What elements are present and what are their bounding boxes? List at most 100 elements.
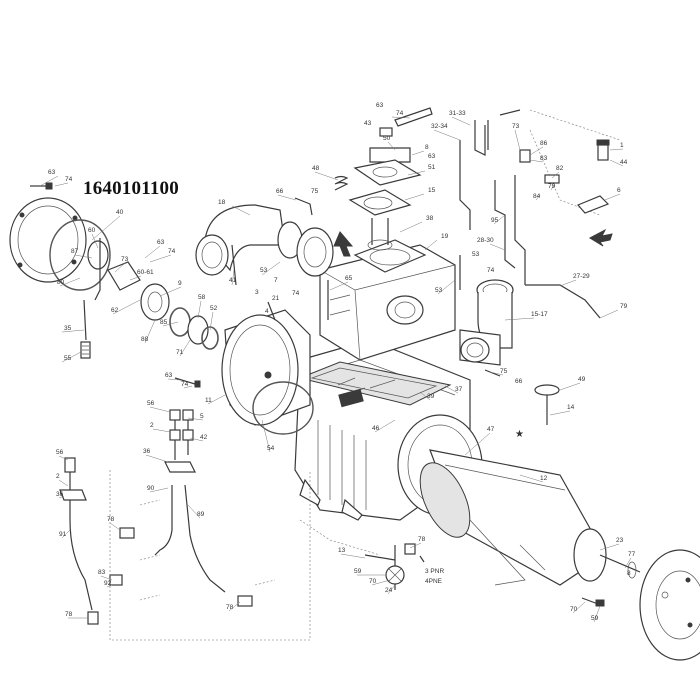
callout-c83b: 83 [98,569,106,576]
callout-c38: 38 [426,215,434,222]
callout-c32_34: 32-34 [431,123,448,130]
callout-c24: 24 [385,587,393,594]
callout-c27_29: 27-29 [573,273,590,280]
callout-c6: 6 [617,187,621,194]
callout-c79a: 79 [548,183,556,190]
callout-c8b: 8 [627,570,631,577]
callout-c60: 60 [88,227,96,234]
callout-c7: 7 [274,277,278,284]
callout-c28_30: 28-30 [477,237,494,244]
drive-shaft-housing [419,449,700,661]
callout-c63b: 63 [428,153,436,160]
callout-c37: 37 [455,386,463,393]
callout-c74f: 74 [181,381,189,388]
callout-c59b: 59 [591,615,599,622]
callout-c70a: 70 [369,578,377,585]
callout-c85: 85 [160,319,168,326]
callout-c19: 19 [441,233,449,240]
callout-c54: 54 [267,445,275,452]
callout-c63a: 63 [376,102,384,109]
callout-c74e: 74 [292,290,300,297]
callout-c88: 88 [141,336,149,343]
callout-c59a: 59 [354,568,362,575]
callout-c71: 71 [176,349,184,356]
leader-lines [39,116,632,623]
callout-c43: 43 [364,120,372,127]
callout-c78d: 78 [65,611,73,618]
callout-c51: 51 [428,164,436,171]
callout-c14: 14 [567,404,575,411]
callout-c74a: 74 [396,110,404,117]
callout-c90: 90 [147,485,155,492]
callout-c75a: 75 [311,188,319,195]
callout-c4pne: 4PNE [425,578,443,585]
callout-c44: 44 [620,159,628,166]
callout-c66a: 66 [276,188,284,195]
callout-c9: 9 [178,280,182,287]
callout-c95: 95 [491,217,499,224]
callout-c39: 39 [427,393,435,400]
callout-c66b: 66 [515,378,523,385]
callout-c4: 4 [265,308,269,315]
left-cover-assembly [9,197,219,359]
callout-c92: 92 [104,580,112,587]
callout-c74d: 74 [168,248,176,255]
callout-c56a: 56 [147,400,155,407]
callout-c79b: 79 [620,303,628,310]
callout-c3: 3 [255,289,259,296]
callout-c91: 91 [59,531,67,538]
left-pipe-fittings [59,409,381,641]
callout-c73: 73 [512,123,520,130]
callout-c82: 82 [556,165,564,172]
callout-c5: 5 [200,413,204,420]
callout-c12: 12 [540,475,548,482]
callout-c36b: 36 [56,491,64,498]
callout-c42: 42 [200,434,208,441]
callout-c46: 46 [372,425,380,432]
part-number-label: 1640101100 [83,178,179,199]
callout-c78b: 78 [418,536,426,543]
callout-c60_61: 60-61 [137,269,154,276]
callout-c31_33: 31-33 [449,110,466,117]
callout-c36a: 36 [143,448,151,455]
callout-c73b: 73 [121,256,129,263]
callout-c47: 47 [487,426,495,433]
callout-c21: 21 [272,295,280,302]
callout-c74b: 74 [487,267,495,274]
top-valve-assembly [334,107,433,251]
callout-c3pnr: 3 PNR [425,568,444,575]
callout-c62: 62 [111,307,119,314]
callout-c74c: 74 [65,176,73,183]
callout-c75b: 75 [500,368,508,375]
callout-c49: 49 [578,376,586,383]
callout-c86: 86 [540,140,548,147]
callout-c84: 84 [533,193,541,200]
callout-c80: 80 [57,279,65,286]
callout-c56b: 56 [56,449,64,456]
misc-small-parts: ★ [30,182,560,440]
callout-c52: 52 [210,305,218,312]
callout-c55: 55 [64,355,72,362]
callout-c63d: 63 [157,239,165,246]
callout-c87: 87 [71,248,79,255]
callout-c78a: 78 [107,516,115,523]
callout-c63e: 63 [165,372,173,379]
callout-c11: 11 [205,397,212,404]
right-elbow-outlet [459,279,514,366]
callout-c23: 23 [616,537,624,544]
callout-c2b: 2 [56,473,60,480]
callout-c50: 50 [383,135,391,142]
svg-text:★: ★ [515,429,524,440]
callout-c53b: 53 [260,267,268,274]
right-pipe-network [459,109,621,319]
callout-c65: 65 [345,275,353,282]
callout-c40: 40 [116,209,124,216]
callout-c48: 48 [312,165,320,172]
callout-c35: 35 [64,325,72,332]
callout-c1: 1 [620,142,624,149]
callout-c53a: 53 [472,251,480,258]
callout-c8a: 8 [425,144,429,151]
left-bell-housing [221,309,314,435]
